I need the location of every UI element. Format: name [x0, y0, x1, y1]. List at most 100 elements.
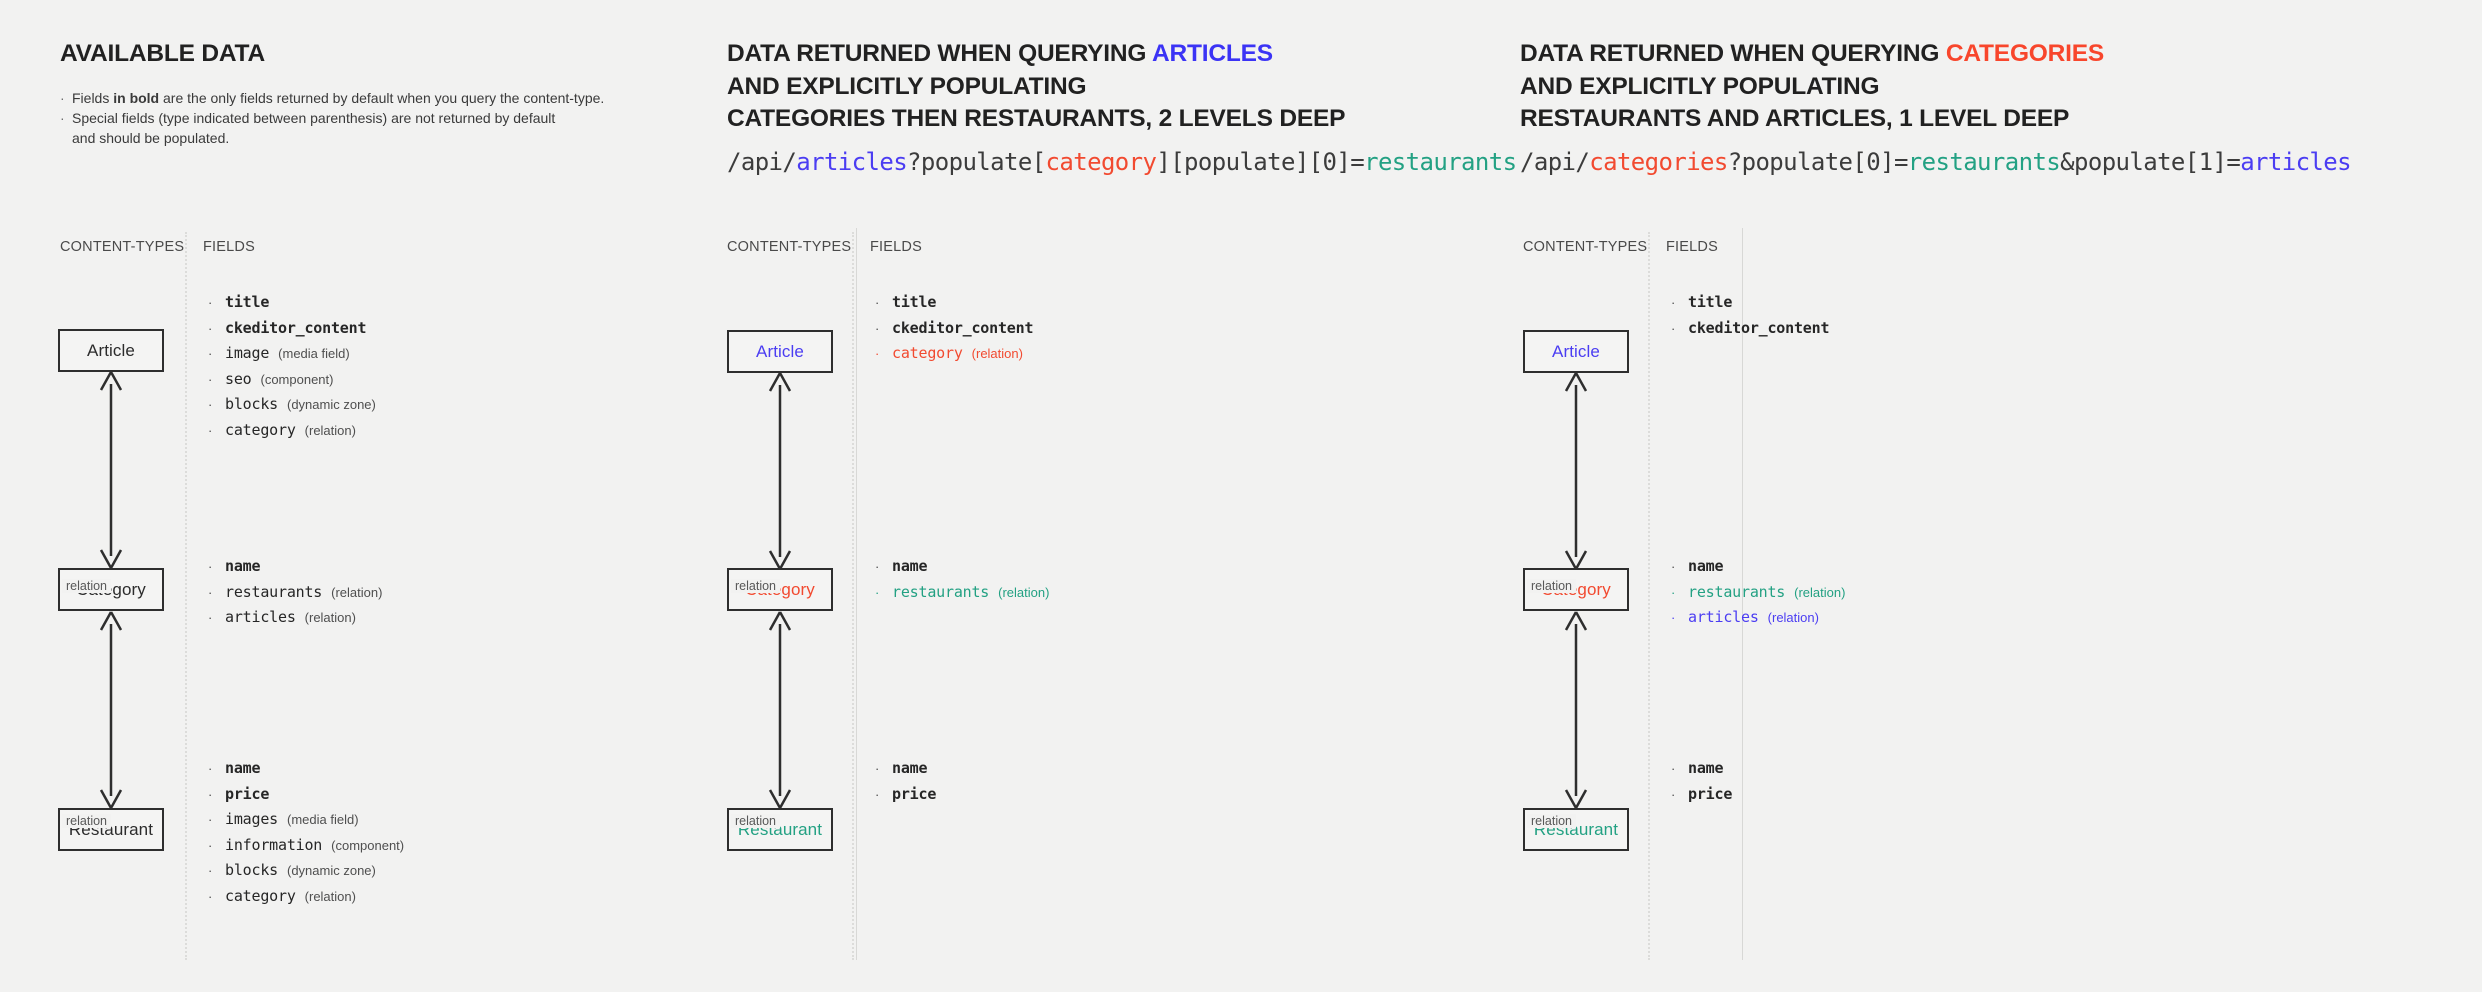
field-name: name [225, 557, 261, 575]
field-row: · category (relation) [208, 418, 376, 444]
field-type-hint: (relation) [971, 346, 1023, 361]
bullet-dot-icon: · [875, 559, 880, 574]
inner-dotted-separator-1 [185, 232, 187, 960]
sublabel-content-types: CONTENT-TYPES [727, 239, 852, 255]
field-name: information [225, 835, 323, 854]
bullet-dot-icon: · [875, 761, 880, 776]
column-1-heading-text: AVAILABLE DATA [60, 40, 265, 67]
intro-bullet-2-continuation: and should be populated. [60, 128, 620, 148]
query-segment: categories [1589, 148, 1728, 176]
field-type-hint: (relation) [304, 422, 356, 438]
field-row: · images (media field) [208, 807, 404, 833]
field-name: blocks [225, 395, 278, 413]
bullet-dot-icon: · [208, 371, 213, 387]
query-segment: restaurants [1907, 148, 2061, 176]
node-article[interactable]: Article [1523, 330, 1629, 373]
bullet-dot-icon: · [208, 584, 213, 600]
bullet-dot-icon: · [208, 610, 213, 625]
field-row: · name [1671, 554, 1845, 580]
field-name: restaurants [1688, 582, 1786, 601]
field-name: restaurants [892, 582, 990, 601]
relation-label-2: relation [62, 814, 111, 828]
field-type-hint: (media field) [278, 346, 350, 361]
field-row: · blocks (dynamic zone) [208, 392, 376, 418]
bullet-dot-icon: · [1671, 761, 1676, 776]
field-name: image [225, 344, 270, 362]
api-query-string-articles: /api/articles?populate[category][populat… [727, 148, 1517, 176]
column-2-heading-line-1: DATA RETURNED WHEN QUERYING ARTICLES [727, 40, 1273, 67]
relation-label-2: relation [1527, 814, 1576, 828]
field-name: ckeditor_content [225, 318, 367, 337]
field-name: images [225, 810, 278, 828]
field-name: price [1688, 784, 1733, 803]
field-group-category: ·name·restaurants(relation) [875, 554, 1049, 605]
bullet-dot-icon: · [208, 837, 213, 853]
field-group-restaurant: · name · price [875, 756, 936, 807]
bullet-dot-icon: · [208, 397, 213, 412]
column-3-heading-line-1: DATA RETURNED WHEN QUERYING CATEGORIES [1520, 40, 2105, 67]
bullet-dot-icon: · [208, 761, 213, 776]
field-row: · price [875, 782, 936, 808]
field-row: ·title [208, 290, 376, 316]
field-row: ·articles(relation) [208, 605, 382, 631]
inner-dotted-separator-2 [852, 232, 854, 960]
bullet-dot-icon: · [208, 320, 213, 336]
field-type-hint: (relation) [304, 888, 356, 904]
sublabel-content-types: CONTENT-TYPES [1523, 239, 1648, 255]
field-name: title [1688, 293, 1733, 311]
field-name: category [225, 420, 296, 439]
bullet-dot-icon: · [208, 559, 213, 574]
field-name: name [892, 759, 928, 777]
field-type-hint: (dynamic zone) [287, 397, 376, 412]
field-name: ckeditor_content [892, 318, 1034, 337]
query-segment: articles [796, 148, 908, 176]
bullet-dot-icon: · [208, 422, 213, 438]
column-3-heading: DATA RETURNED WHEN QUERYING CATEGORIES A… [1520, 38, 2104, 136]
bullet-dot-icon: · [1671, 295, 1676, 310]
field-name: articles [1688, 608, 1759, 626]
field-group-article: ·title · ckeditor_content · image (media fiel… [208, 290, 376, 443]
field-name: restaurants [225, 582, 323, 601]
relation-arrow-category-restaurant [99, 611, 123, 809]
field-row: ·name [875, 554, 1049, 580]
field-name: name [1688, 557, 1724, 575]
field-row: ·price [1671, 782, 1732, 808]
field-name: category [225, 886, 296, 905]
field-row: ·name [1671, 756, 1732, 782]
bullet-dot-icon: · [1671, 559, 1676, 574]
column-3-heading-line-2: AND EXPLICITLY POPULATING [1520, 72, 1880, 100]
field-row: · ckeditor_content [208, 316, 376, 342]
column-3-heading-line-3: RESTAURANTS AND ARTICLES, 1 LEVEL DEEP [1520, 105, 2070, 132]
bullet-dot-icon: · [208, 812, 213, 827]
bullet-dot-icon: · [875, 786, 880, 802]
query-segment: articles [2240, 148, 2351, 176]
field-row: ·seo(component) [208, 367, 376, 393]
bullet-dot-icon: · [60, 110, 65, 126]
field-name: articles [225, 608, 296, 626]
field-row: ·blocks(dynamic zone) [208, 858, 404, 884]
column-query-articles: DATA RETURNED WHEN QUERYING ARTICLES AND… [727, 0, 1517, 992]
node-article[interactable]: Article [727, 330, 833, 373]
field-name: title [892, 293, 937, 311]
intro-bullet-2-text: Special fields (type indicated between p… [72, 110, 556, 126]
field-row: ·articles(relation) [1671, 605, 1845, 631]
field-name: ckeditor_content [1688, 318, 1830, 337]
relation-arrow-article-category [1564, 372, 1588, 570]
heading-accent-categories: CATEGORIES [1945, 40, 2105, 67]
column-2-heading: DATA RETURNED WHEN QUERYING ARTICLES AND… [727, 38, 1345, 136]
node-restaurant[interactable]: Restaurant [727, 808, 833, 851]
field-row: ·name [208, 756, 404, 782]
field-name: price [892, 784, 937, 803]
field-type-hint: (component) [260, 371, 334, 387]
field-type-hint: (media field) [287, 812, 359, 827]
relation-arrow-article-category [99, 371, 123, 569]
column-1-heading: AVAILABLE DATA [60, 38, 265, 71]
inner-dotted-separator-3 [1648, 232, 1650, 960]
relation-arrow-article-category [768, 372, 792, 570]
query-segment: /api/ [727, 148, 797, 176]
node-article[interactable]: Article [58, 329, 164, 372]
column-available-data: AVAILABLE DATA · Fields in bold are the … [0, 0, 860, 992]
query-segment: ?populate[ [907, 148, 1046, 176]
query-segment: category [1045, 148, 1157, 176]
